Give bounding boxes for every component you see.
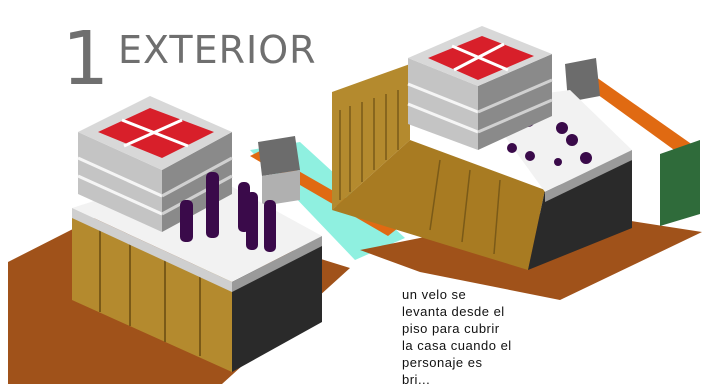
section-title: EXTERIOR (118, 28, 317, 72)
section-number: 1 (62, 16, 110, 102)
left-purple-columns (180, 172, 276, 252)
right-house-model (332, 26, 702, 300)
right-wood-veil-front (332, 140, 545, 270)
right-green-tower (660, 140, 700, 226)
right-wood-veil-left (332, 64, 410, 210)
left-upper-box-front (78, 132, 162, 232)
right-orange-rail (572, 70, 700, 160)
left-house-model (8, 96, 405, 384)
right-upper-box-front (408, 58, 478, 150)
left-ground-floor-front (72, 215, 232, 372)
left-side-tower (258, 136, 300, 176)
left-slab-edge-side (232, 236, 322, 292)
caption-text: un velo se levanta desde el piso para cu… (402, 287, 512, 387)
left-side-tower-face (262, 170, 300, 206)
left-upper-box-side (162, 132, 232, 232)
right-small-tower (565, 58, 600, 102)
left-slab-edge (72, 208, 232, 292)
right-slab-edge (545, 150, 632, 202)
